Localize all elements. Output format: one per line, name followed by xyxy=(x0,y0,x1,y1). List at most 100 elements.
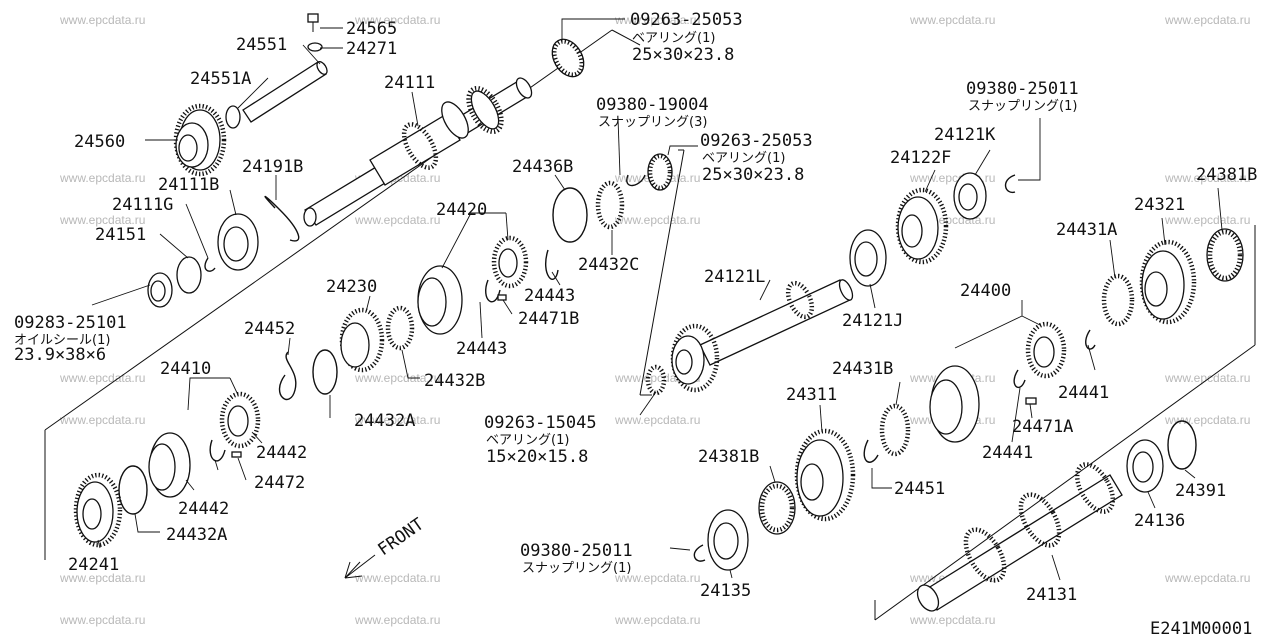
watermark: www.epcdata.ru xyxy=(59,413,145,427)
watermark: www.epcdata.ru xyxy=(1164,413,1250,427)
part-labels: 24565 24271 24551 24551A 24560 24111 092… xyxy=(14,10,1257,639)
gear-24122F xyxy=(895,187,949,265)
label-09380-25011-top: 09380-25011 xyxy=(966,79,1079,99)
diagram-code: E241M00001 xyxy=(1150,619,1252,639)
desc-bearing-top-name: ベアリング(1) xyxy=(632,31,715,46)
watermark: www.epcdata.ru xyxy=(614,413,700,427)
desc-snap-19004-name: スナップリング(3) xyxy=(598,115,707,130)
desc-bearing-top-size: 25×30×23.8 xyxy=(632,45,734,65)
label-24135: 24135 xyxy=(700,581,751,601)
label-24432C: 24432C xyxy=(578,255,639,275)
main-shaft-24111 xyxy=(303,77,533,227)
hub-24400 xyxy=(1025,321,1067,379)
label-09380-25011-low: 09380-25011 xyxy=(520,541,633,561)
bearing-24121J xyxy=(849,229,887,287)
snap-ring-24191B xyxy=(264,195,300,242)
label-24436B: 24436B xyxy=(512,157,573,177)
label-24121L: 24121L xyxy=(704,267,765,287)
bearing-24111B xyxy=(217,213,259,271)
label-24442b: 24442 xyxy=(178,499,229,519)
label-24420: 24420 xyxy=(436,200,487,220)
watermark: www.epcdata.ru xyxy=(1164,213,1250,227)
label-24121J: 24121J xyxy=(842,311,903,331)
label-24451: 24451 xyxy=(894,479,945,499)
snap-ring-09380-25011-low xyxy=(693,544,706,562)
bearing-09263-25053-top xyxy=(551,38,585,78)
label-24271: 24271 xyxy=(346,39,397,59)
shaft-24551 xyxy=(242,61,328,123)
label-24311: 24311 xyxy=(786,385,837,405)
baulk-ring-24431B xyxy=(879,403,911,457)
label-09283-25101: 09283-25101 xyxy=(14,313,127,333)
hub-24410 xyxy=(219,391,261,449)
output-shaft-frame xyxy=(874,225,1256,621)
bearing-24381B-top xyxy=(1206,228,1244,282)
label-24432A-low: 24432A xyxy=(166,525,227,545)
snap-ring-09380-19004 xyxy=(626,174,646,187)
baulk-ring-24432A-mid xyxy=(312,349,338,395)
gear-24230 xyxy=(339,307,385,373)
sleeve-24400 xyxy=(929,365,980,443)
spring-24443 xyxy=(544,249,559,280)
label-24191B: 24191B xyxy=(242,157,303,177)
desc-bearing-mid-name: ベアリング(1) xyxy=(702,151,785,166)
ring-24391 xyxy=(1167,420,1197,470)
watermark: www.epcdata.ru xyxy=(909,13,995,27)
hub-24420 xyxy=(491,235,529,289)
label-24551A: 24551A xyxy=(190,69,251,89)
label-24122F: 24122F xyxy=(890,148,951,168)
washer-24551A xyxy=(225,105,241,129)
label-09263-25053-top: 09263-25053 xyxy=(630,10,743,30)
watermark: www.epcdata.ru xyxy=(909,613,995,627)
front-label: FRONT xyxy=(374,514,427,560)
label-24431B: 24431B xyxy=(832,359,893,379)
washer-24271 xyxy=(307,42,323,52)
label-24321: 24321 xyxy=(1134,195,1185,215)
snap-ring-24451 xyxy=(863,439,879,463)
bearing-24136 xyxy=(1126,439,1164,493)
sleeve-24410 xyxy=(148,432,191,498)
label-24131: 24131 xyxy=(1026,585,1077,605)
label-24241: 24241 xyxy=(68,555,119,575)
label-24121K: 24121K xyxy=(934,125,996,145)
label-24443b: 24443 xyxy=(456,339,507,359)
watermark: www.epcdata.ru xyxy=(59,171,145,185)
label-24136: 24136 xyxy=(1134,511,1185,531)
gear-24560 xyxy=(173,103,227,177)
bearing-24381B-low xyxy=(758,481,796,535)
watermark: www.epcdata.ru xyxy=(1164,13,1250,27)
watermark: www.epcdata.ru xyxy=(59,613,145,627)
watermark: www.epcdata.ru xyxy=(614,213,700,227)
watermark: www.epcdata.ru xyxy=(354,213,440,227)
spacer-24151 xyxy=(176,256,202,294)
label-24565: 24565 xyxy=(346,19,397,39)
insert-24436B xyxy=(552,187,588,243)
bearing-09263-25053-mid xyxy=(647,153,673,191)
label-24381B-top: 24381B xyxy=(1196,165,1257,185)
watermark: www.epcdata.ru xyxy=(354,371,440,385)
watermark: www.epcdata.ru xyxy=(59,371,145,385)
watermark: www.epcdata.ru xyxy=(354,613,440,627)
front-arrow-icon xyxy=(344,554,376,579)
desc-bearing-15045-size: 15×20×15.8 xyxy=(486,447,588,467)
label-24111G: 24111G xyxy=(112,195,173,215)
label-24410: 24410 xyxy=(160,359,211,379)
label-24472: 24472 xyxy=(254,473,305,493)
watermark: www.epcdata.ru xyxy=(354,571,440,585)
spring-24442 xyxy=(209,439,226,462)
spring-24441-mid xyxy=(1013,369,1026,389)
label-09380-19004: 09380-19004 xyxy=(596,95,709,115)
label-24391: 24391 xyxy=(1175,481,1226,501)
desc-oil-seal-size: 23.9×38×6 xyxy=(14,345,106,365)
sleeve-24420 xyxy=(417,265,463,335)
watermark: www.epcdata.ru xyxy=(354,13,440,27)
label-24441b: 24441 xyxy=(982,443,1033,463)
desc-oil-seal-name: オイルシール(1) xyxy=(14,333,110,348)
gear-24241 xyxy=(73,472,123,548)
label-24551: 24551 xyxy=(236,35,287,55)
watermark: www.epcdata.ru xyxy=(614,613,700,627)
watermark: www.epcdata.ru xyxy=(1164,571,1250,585)
spring-24452 xyxy=(278,351,297,401)
desc-snap-25011-top-name: スナップリング(1) xyxy=(968,99,1077,114)
